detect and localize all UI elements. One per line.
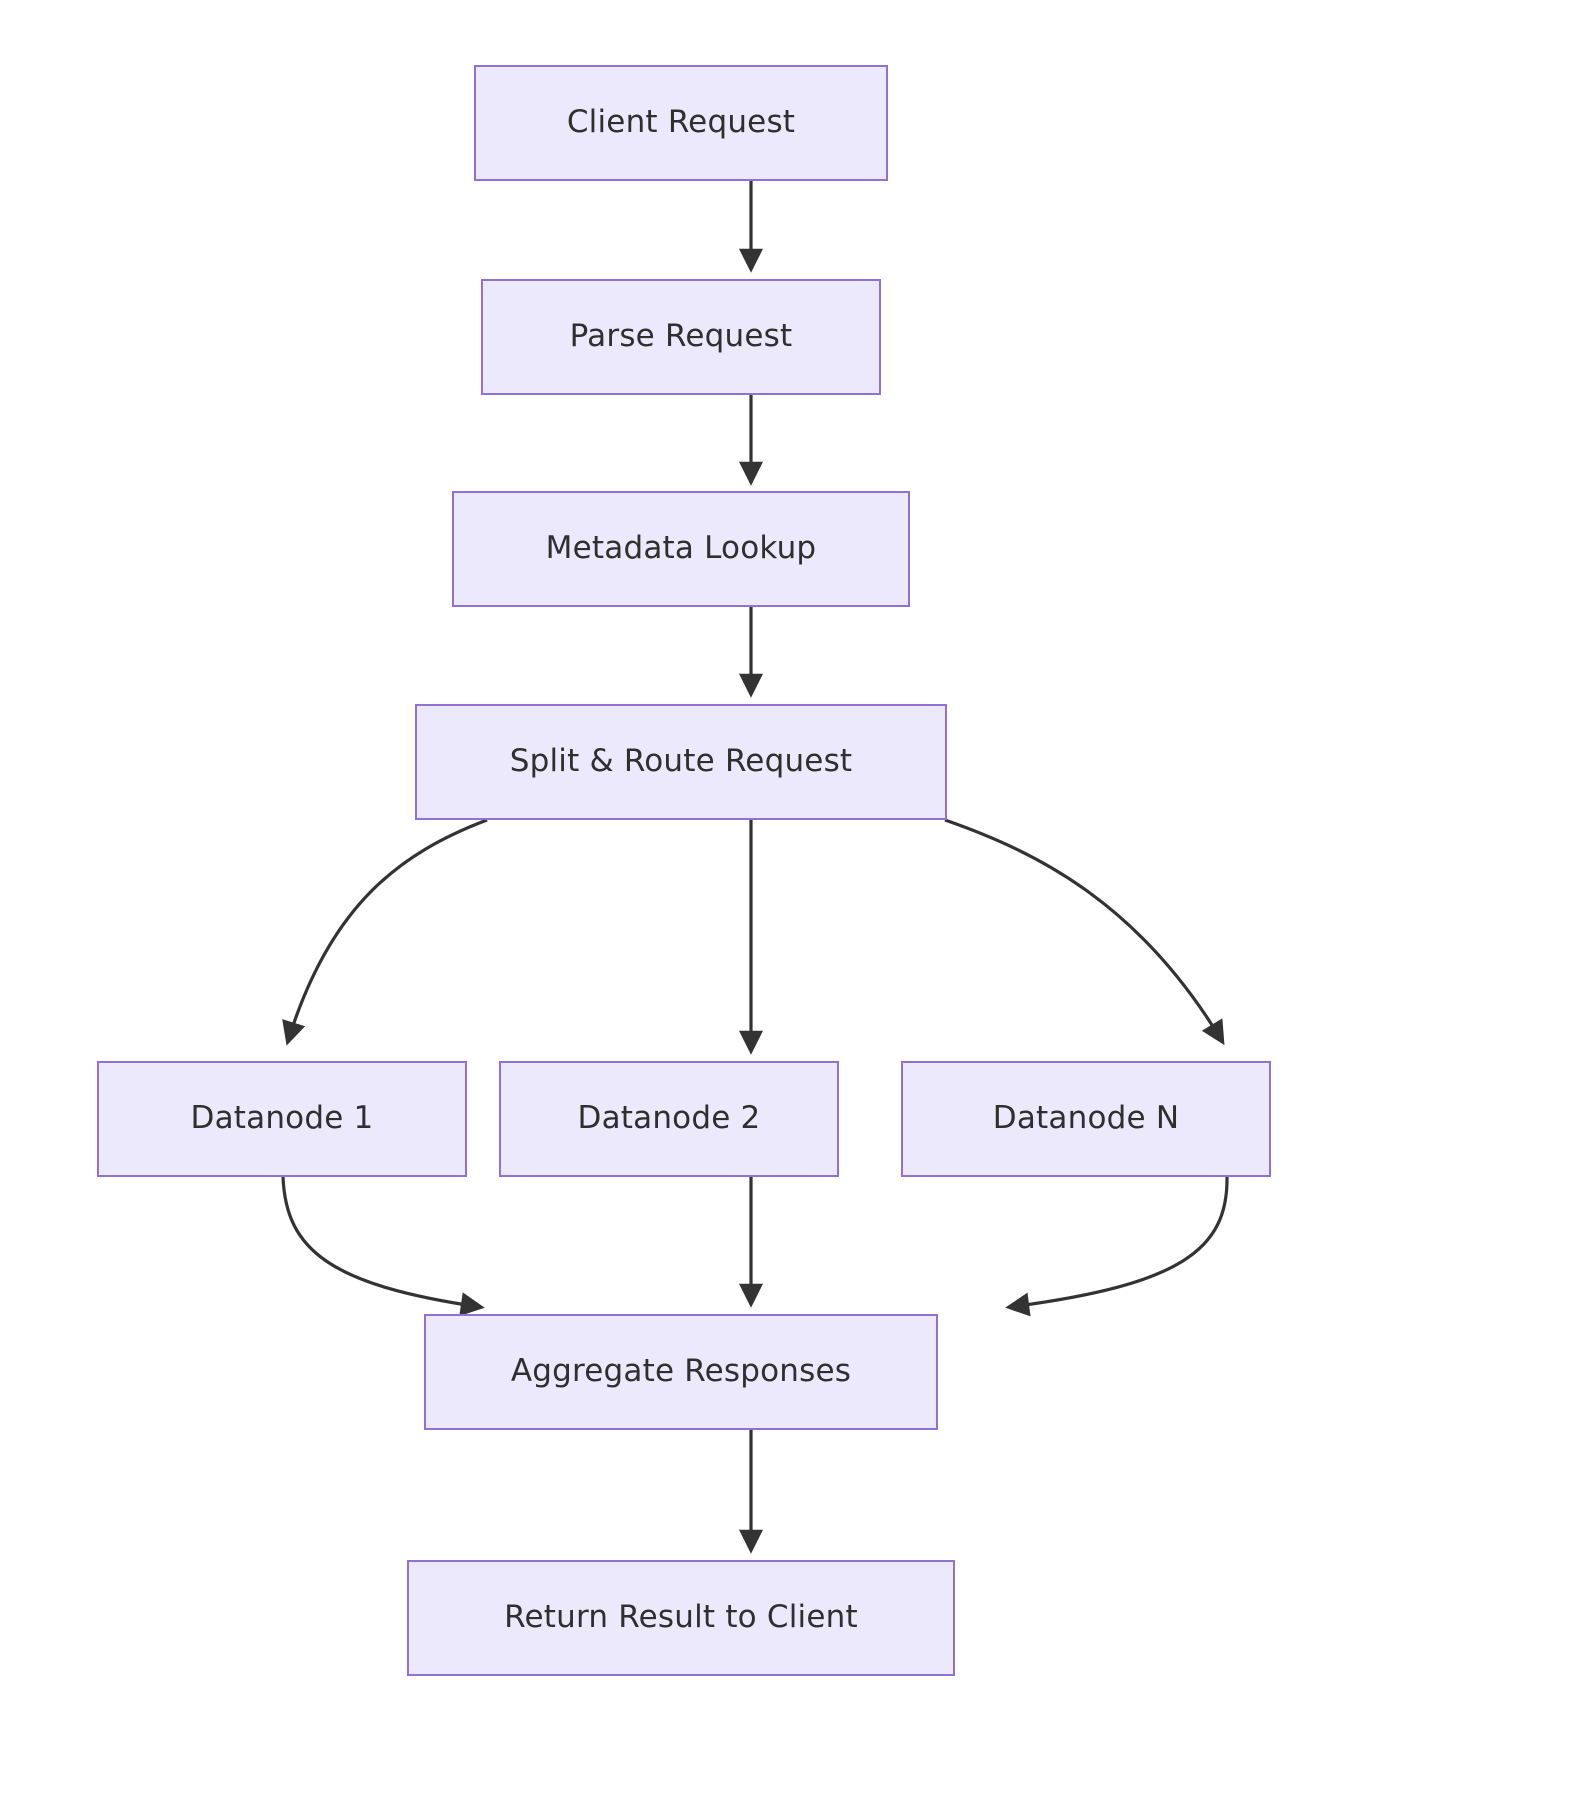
node-split-route-request[interactable]: Split & Route Request bbox=[415, 704, 947, 820]
edge-datanode-1-to-aggregate bbox=[281, 1176, 485, 1317]
node-return-result-to-client[interactable]: Return Result to Client bbox=[407, 1560, 955, 1676]
node-metadata-lookup-label: Metadata Lookup bbox=[545, 530, 817, 567]
node-parse-request-label: Parse Request bbox=[569, 318, 793, 355]
edge-datanode-n-to-aggregate bbox=[1005, 1176, 1229, 1317]
node-return-result-to-client-label: Return Result to Client bbox=[504, 1599, 858, 1636]
node-split-route-request-label: Split & Route Request bbox=[509, 743, 853, 780]
edge-split-route-to-datanode-n bbox=[944, 818, 1225, 1046]
node-datanode-1-label: Datanode 1 bbox=[190, 1100, 374, 1137]
node-aggregate-responses-label: Aggregate Responses bbox=[510, 1353, 852, 1390]
node-datanode-n-label: Datanode N bbox=[992, 1100, 1180, 1137]
node-datanode-n[interactable]: Datanode N bbox=[901, 1061, 1271, 1177]
node-parse-request[interactable]: Parse Request bbox=[481, 279, 881, 395]
node-datanode-1[interactable]: Datanode 1 bbox=[97, 1061, 467, 1177]
node-datanode-2-label: Datanode 2 bbox=[577, 1100, 761, 1137]
node-datanode-2[interactable]: Datanode 2 bbox=[499, 1061, 839, 1177]
node-client-request-label: Client Request bbox=[566, 104, 796, 141]
node-metadata-lookup[interactable]: Metadata Lookup bbox=[452, 491, 910, 607]
node-aggregate-responses[interactable]: Aggregate Responses bbox=[424, 1314, 938, 1430]
node-client-request[interactable]: Client Request bbox=[474, 65, 888, 181]
edge-split-route-to-datanode-1 bbox=[282, 818, 488, 1046]
